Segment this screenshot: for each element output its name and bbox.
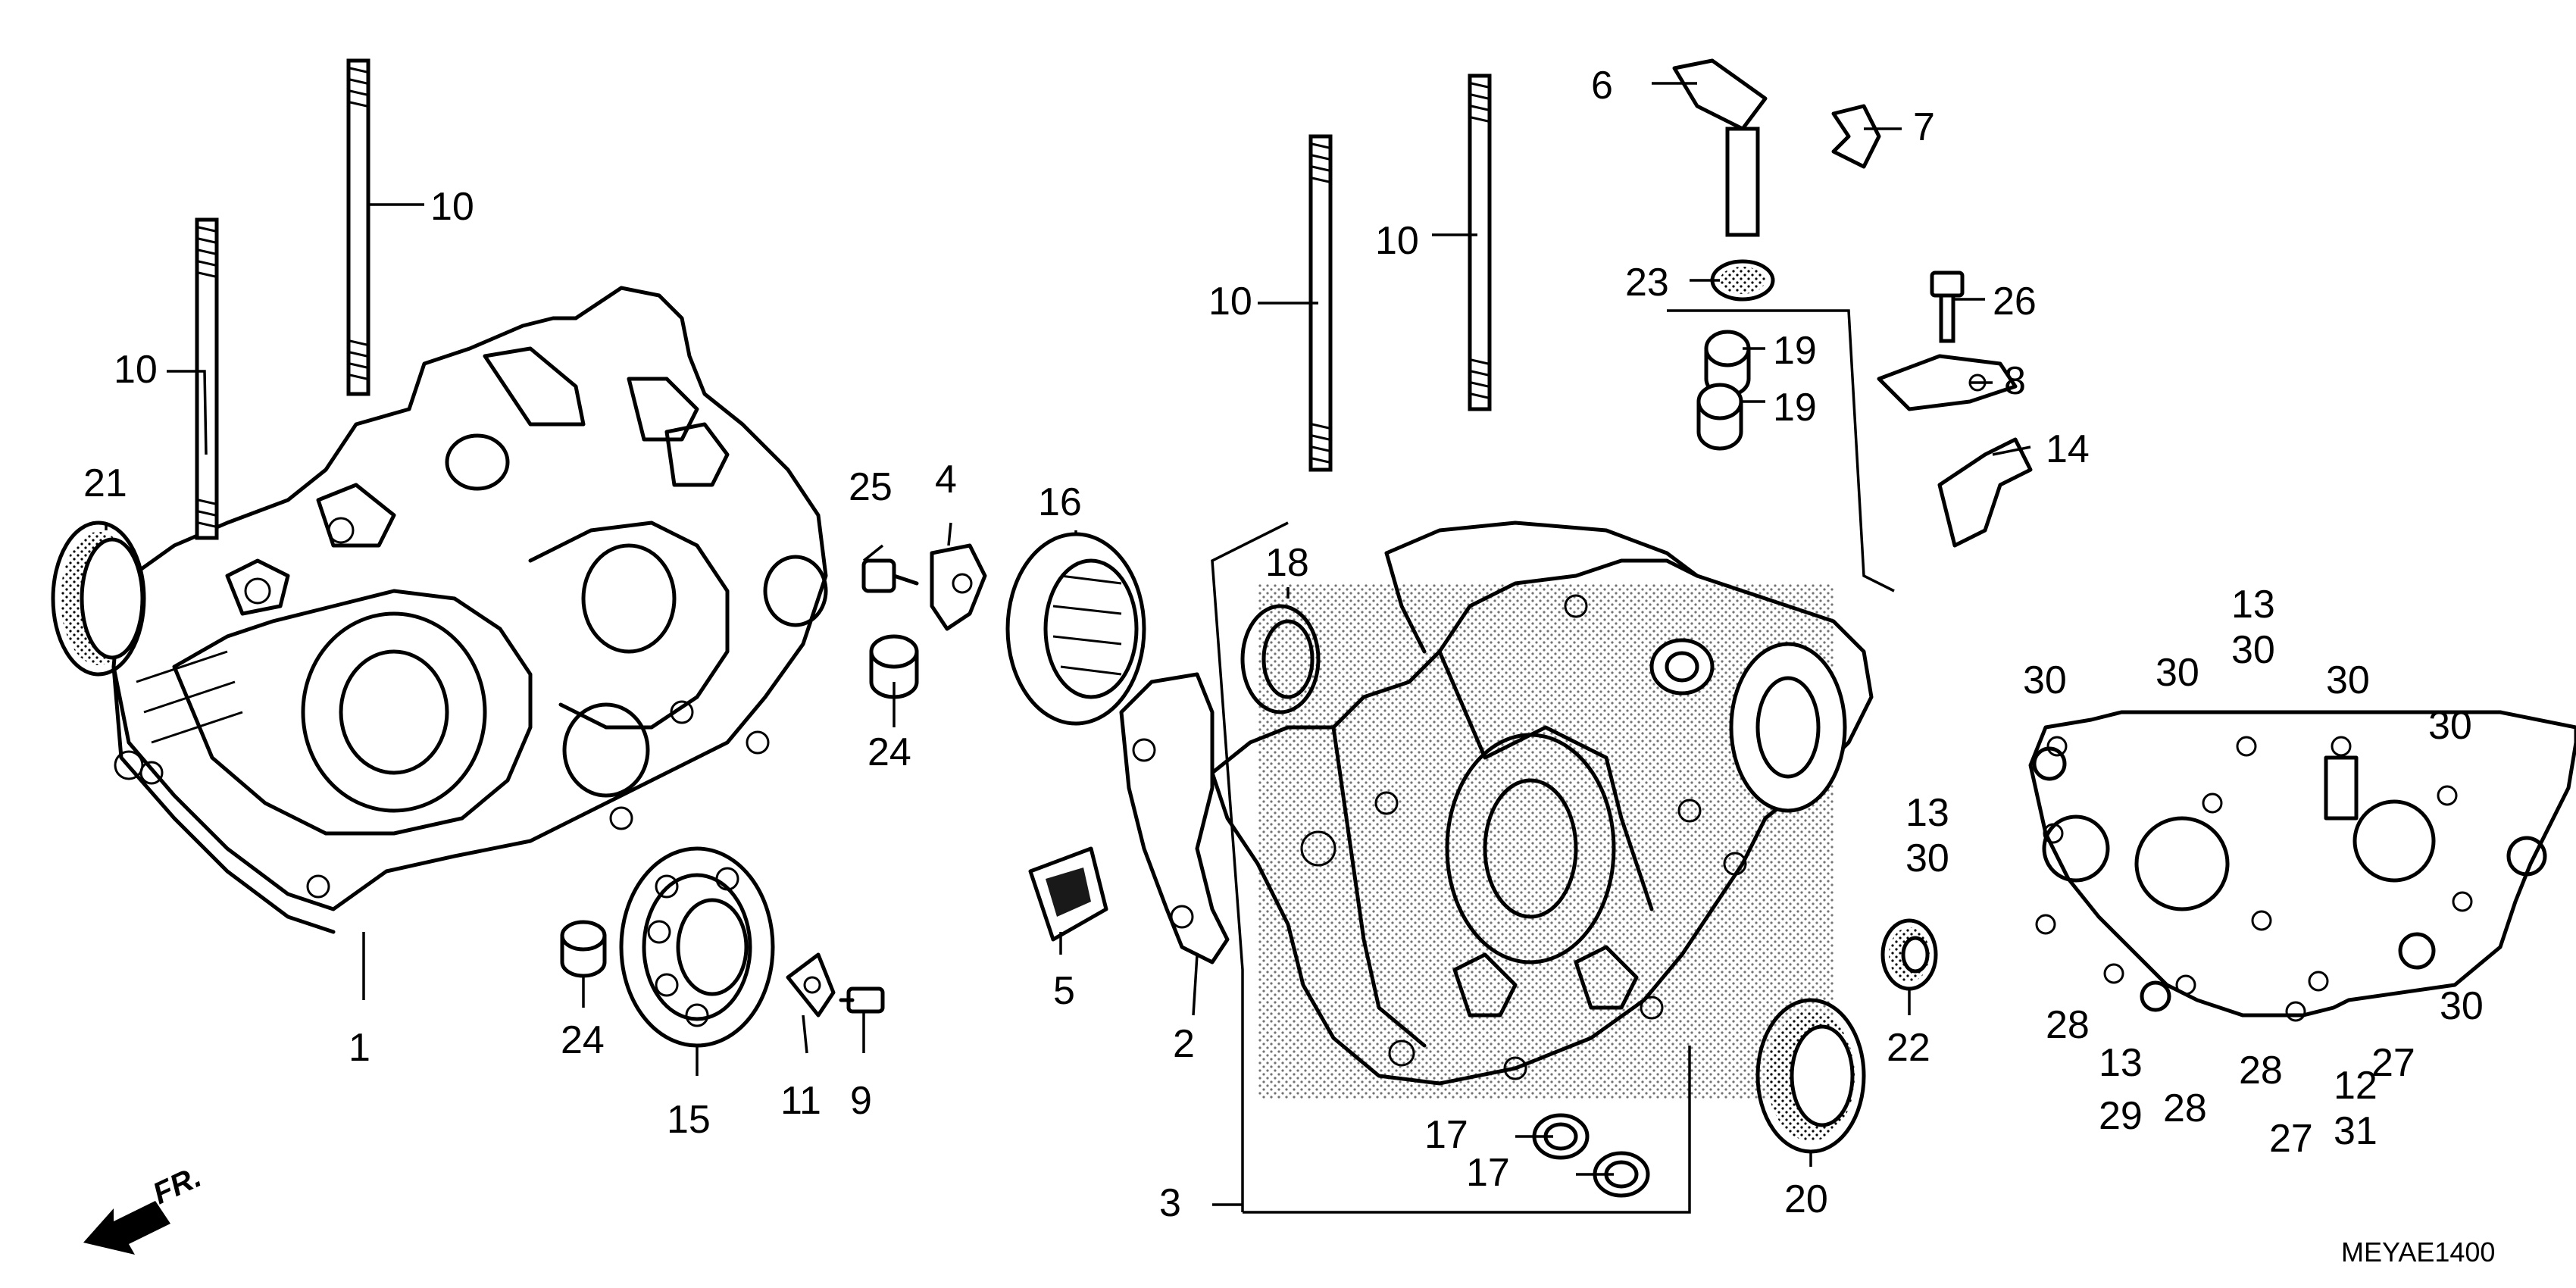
oil-seal-22 — [1880, 918, 1938, 991]
callout-23: 23 — [1625, 261, 1669, 305]
callout-27b: 27 — [2269, 1117, 2313, 1161]
roller-bearing-16 — [1005, 532, 1146, 726]
dowel-pin-24b — [560, 920, 607, 978]
guide-14 — [1937, 437, 2033, 548]
ball-bearing-15 — [619, 846, 775, 1048]
callout-11: 11 — [780, 1079, 821, 1123]
stay-8 — [1877, 354, 2018, 411]
callout-7: 7 — [1913, 105, 1935, 149]
callout-17b: 17 — [1466, 1151, 1510, 1195]
callout-30c: 30 — [2231, 628, 2275, 672]
callout-28a: 28 — [2046, 1003, 2090, 1047]
callout-13b: 13 — [1905, 791, 1949, 835]
callout-25: 25 — [849, 465, 893, 509]
callout-6: 6 — [1591, 64, 1613, 108]
callout-16: 16 — [1038, 480, 1082, 524]
callout-27a: 27 — [2371, 1041, 2415, 1085]
left-crankcase-half — [111, 286, 828, 934]
callout-28c: 28 — [2239, 1049, 2283, 1093]
grommet-5 — [1028, 846, 1108, 942]
callout-10c: 10 — [1208, 280, 1252, 324]
callout-labels: 1 2 3 4 5 6 7 8 9 10 10 10 10 11 12 13 1… — [83, 64, 2484, 1225]
stud-bolt-left-a — [195, 217, 219, 540]
callout-30a: 30 — [2023, 658, 2067, 702]
crankcase-gasket-2 — [1119, 521, 1699, 964]
callout-20: 20 — [1784, 1177, 1828, 1221]
clamp-4 — [930, 543, 987, 631]
callout-28b: 28 — [2163, 1086, 2207, 1130]
callout-24b: 24 — [561, 1018, 605, 1062]
callout-14: 14 — [2046, 427, 2090, 471]
callout-30d: 30 — [2326, 658, 2370, 702]
callout-30e: 30 — [2428, 704, 2472, 748]
oil-seal-20 — [1755, 998, 1866, 1154]
callout-30f: 30 — [1905, 836, 1949, 880]
shift-spindle-6 — [1672, 58, 1768, 237]
callout-18: 18 — [1265, 541, 1309, 585]
callout-26: 26 — [1993, 280, 2037, 324]
leader-lines — [105, 82, 2031, 1206]
clip-7 — [1831, 104, 1881, 169]
oil-seal-21 — [51, 521, 146, 677]
callout-22: 22 — [1887, 1026, 1930, 1070]
callout-30g: 30 — [2440, 984, 2484, 1028]
callout-1: 1 — [349, 1026, 370, 1070]
right-crankcase-half — [1210, 558, 1874, 1099]
stud-bolt-right-b — [1468, 73, 1492, 411]
callout-3: 3 — [1159, 1181, 1181, 1225]
callout-9: 9 — [850, 1079, 872, 1123]
oil-seal-23 — [1710, 259, 1775, 302]
callout-17a: 17 — [1424, 1113, 1468, 1157]
callout-19b: 19 — [1773, 386, 1817, 430]
callout-2: 2 — [1173, 1022, 1195, 1066]
callout-10b: 10 — [430, 185, 474, 229]
diagram-code: MEYAE1400 — [2341, 1236, 2495, 1268]
callout-10d: 10 — [1375, 219, 1419, 263]
front-arrow-icon — [83, 1201, 170, 1255]
callout-29: 29 — [2099, 1094, 2143, 1138]
crankcase-cover-silhouette — [2028, 710, 2576, 1022]
needle-bearing-18 — [1240, 604, 1321, 714]
callout-31: 31 — [2334, 1109, 2377, 1153]
callout-13a: 13 — [2231, 583, 2275, 627]
callout-12: 12 — [2334, 1064, 2377, 1108]
assembly-bracket-3 — [1211, 309, 1895, 1214]
callout-15: 15 — [667, 1098, 711, 1142]
callout-21: 21 — [83, 461, 127, 505]
callout-5: 5 — [1053, 969, 1075, 1013]
needle-bearing-19b — [1696, 383, 1743, 451]
callout-4: 4 — [935, 458, 957, 502]
front-direction-indicator: FR. — [83, 1160, 206, 1255]
bolt-9 — [839, 986, 885, 1014]
plate-11 — [786, 952, 836, 1018]
callout-30b: 30 — [2156, 651, 2199, 695]
callout-24a: 24 — [868, 730, 911, 774]
bolt-25 — [861, 558, 919, 593]
callout-19a: 19 — [1773, 329, 1817, 373]
callout-13c: 13 — [2099, 1041, 2143, 1085]
bolt-26 — [1930, 270, 1965, 343]
callout-10a: 10 — [114, 348, 158, 392]
callout-8: 8 — [2004, 359, 2026, 403]
stud-bolt-left-b — [346, 58, 370, 396]
